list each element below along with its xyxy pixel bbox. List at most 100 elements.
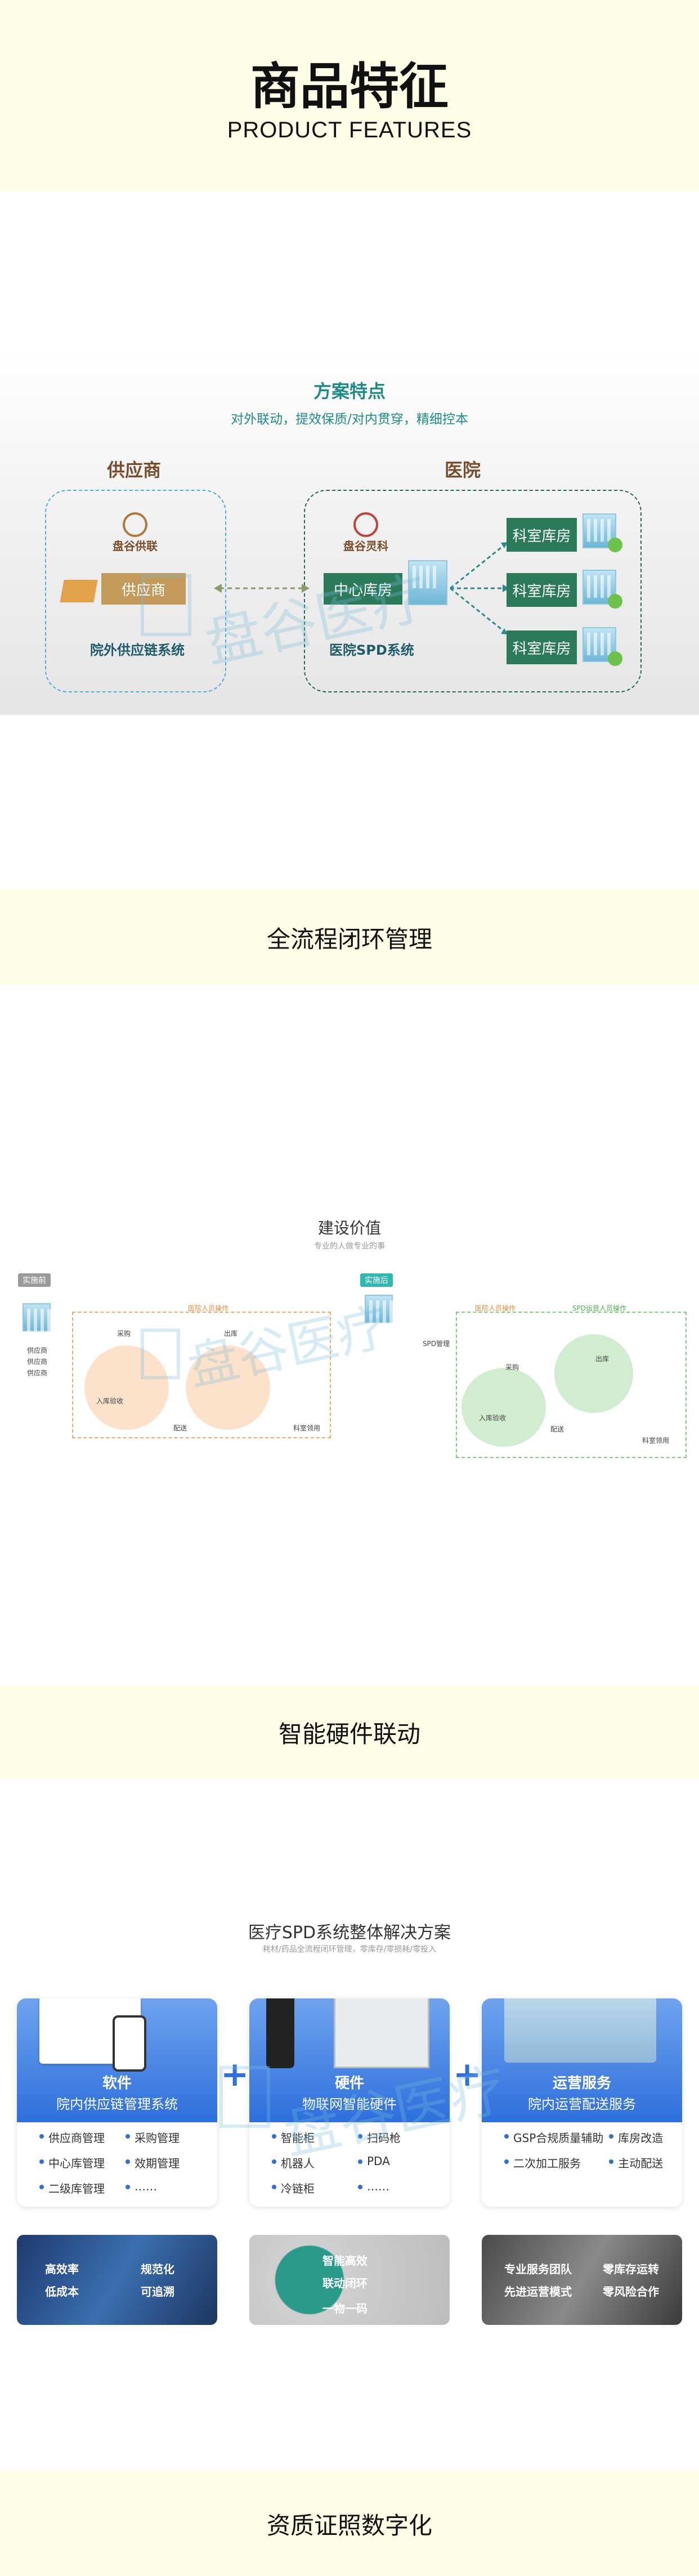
feature-item: 智能柜 bbox=[272, 2129, 352, 2145]
plant-icon bbox=[608, 594, 622, 609]
benefit-label: 低成本 bbox=[45, 2285, 79, 2298]
benefit-label: 高效率 bbox=[45, 2262, 79, 2276]
before-circle-1 bbox=[84, 1345, 169, 1430]
construction-diagram: 建设价值 专业的人做专业的事 实施前 供应商 供应商 供应商 医院人员操作 采购… bbox=[0, 1182, 699, 1531]
dept-warehouse-node-2: 科室库房 bbox=[507, 573, 577, 607]
scanner-icon bbox=[266, 1998, 294, 2068]
spd-card-operations: 运营服务 院内运营配送服务 GSP合规质量辅助 库房改造 二次加工服务 主动配送 bbox=[482, 1998, 682, 2207]
photo-software-benefits: 高效率 规范化 低成本 可追溯 bbox=[17, 2235, 217, 2325]
feature-item: 供应商管理 bbox=[39, 2129, 120, 2145]
before-node-purchase: 采购 bbox=[116, 1330, 131, 1338]
benefit-label: 联动闭环 bbox=[322, 2277, 368, 2290]
after-circle-2 bbox=[554, 1334, 633, 1413]
after-circle-1 bbox=[461, 1368, 546, 1447]
spd-card-software: 软件 院内供应链管理系统 供应商管理 采购管理 中心库管理 效期管理 二级库管理… bbox=[17, 1998, 217, 2207]
supplier-node: 供应商 bbox=[101, 573, 186, 605]
hospital-logo-name: 盘谷灵科 bbox=[343, 539, 388, 553]
feature-item: 库房改造 bbox=[609, 2129, 671, 2145]
plant-icon bbox=[608, 651, 622, 666]
solution-subtitle: 对外联动，提效保质/对内贯穿，精细控本 bbox=[231, 412, 468, 427]
header-band: 商品特征 PRODUCT FEATURES bbox=[0, 0, 699, 191]
page-subtitle: PRODUCT FEATURES bbox=[227, 117, 472, 142]
section-band-certs: 资质证照数字化 bbox=[0, 2471, 699, 2576]
card-feature-list: 供应商管理 采购管理 中心库管理 效期管理 二级库管理 …… bbox=[39, 2129, 206, 2196]
after-node-purchase: 采购 bbox=[505, 1363, 519, 1371]
truck-icon bbox=[60, 580, 98, 602]
card-desc: 物联网智能硬件 bbox=[302, 2096, 397, 2112]
feature-item: 扫码枪 bbox=[358, 2129, 438, 2145]
card-name: 硬件 bbox=[334, 2075, 364, 2092]
supplier-logo-name: 盘谷供联 bbox=[113, 539, 158, 553]
construction-title: 建设价值 bbox=[317, 1219, 381, 1237]
after-node-outbound: 出库 bbox=[595, 1355, 609, 1363]
before-node-supplier-1: 供应商 bbox=[26, 1347, 47, 1354]
center-warehouse-node: 中心库房 bbox=[324, 573, 402, 605]
hospital-column-label: 医院 bbox=[445, 459, 481, 481]
benefit-label: 规范化 bbox=[141, 2262, 174, 2276]
benefit-label: 一物一码 bbox=[322, 2302, 368, 2315]
feature-item: 二级库管理 bbox=[39, 2180, 120, 2196]
double-arrow-icon bbox=[214, 584, 310, 593]
card-desc: 院内运营配送服务 bbox=[528, 2096, 636, 2112]
feature-item: GSP合规质量辅助 bbox=[504, 2129, 603, 2145]
feature-item: …… bbox=[358, 2180, 438, 2196]
benefit-label: 可追溯 bbox=[141, 2285, 174, 2298]
solution-title: 方案特点 bbox=[313, 381, 386, 402]
supplier-logo: 盘谷供联 bbox=[113, 512, 158, 553]
after-spd-operator-label: SPD运营人员操作 bbox=[572, 1304, 627, 1312]
dept-building-icon-2 bbox=[582, 570, 616, 605]
before-node-outbound: 出库 bbox=[223, 1330, 238, 1338]
spd-card-hardware: 硬件 物联网智能硬件 智能柜 扫码枪 机器人 PDA 冷链柜 …… bbox=[249, 1998, 450, 2207]
before-circle-2 bbox=[186, 1345, 270, 1430]
photo-operations-benefits: 专业服务团队 零库存运转 先进运营模式 零风险合作 bbox=[482, 2235, 682, 2325]
benefit-label: 智能高效 bbox=[322, 2254, 368, 2268]
before-operator-label: 医院人员操作 bbox=[187, 1304, 228, 1312]
supplier-logo-icon bbox=[123, 512, 147, 537]
after-node-dept-use: 科室领用 bbox=[642, 1437, 669, 1444]
feature-item: …… bbox=[126, 2180, 206, 2196]
after-node-delivery: 配送 bbox=[550, 1425, 564, 1433]
feature-item: 主动配送 bbox=[609, 2154, 671, 2171]
benefit-label: 零库存运转 bbox=[603, 2262, 659, 2276]
supplier-box bbox=[45, 490, 226, 692]
warehouse-scene-icon bbox=[504, 1998, 656, 2063]
plant-icon bbox=[608, 538, 622, 552]
after-node-inbound: 入库验收 bbox=[478, 1414, 506, 1422]
solution-diagram: 方案特点 对外联动，提效保质/对内贯穿，精细控本 供应商 医院 盘谷供联 供应商… bbox=[0, 349, 699, 715]
after-box bbox=[456, 1312, 687, 1458]
feature-item: 机器人 bbox=[272, 2154, 352, 2171]
after-node-spd: SPD管理 bbox=[422, 1340, 450, 1348]
before-node-supplier-3: 供应商 bbox=[26, 1369, 47, 1377]
section-band-hardware: 智能硬件联动 bbox=[0, 1686, 699, 1779]
feature-item: 效期管理 bbox=[126, 2154, 206, 2171]
plus-icon: + bbox=[221, 2055, 249, 2094]
supplier-column-label: 供应商 bbox=[107, 459, 162, 481]
before-tag: 实施前 bbox=[18, 1273, 51, 1287]
feature-item: 二次加工服务 bbox=[504, 2154, 603, 2171]
distribution-arrows bbox=[450, 542, 509, 634]
after-tag: 实施后 bbox=[360, 1273, 393, 1287]
benefit-label: 零风险合作 bbox=[603, 2285, 659, 2298]
after-hospital-operator-label: 医院人员操作 bbox=[474, 1304, 516, 1312]
card-desc: 院内供应链管理系统 bbox=[56, 2096, 178, 2112]
before-box bbox=[72, 1312, 331, 1438]
page-title: 商品特征 bbox=[250, 57, 449, 116]
dept-building-icon-1 bbox=[582, 513, 616, 548]
feature-item: 采购管理 bbox=[126, 2129, 206, 2145]
hospital-logo: 盘谷灵科 bbox=[343, 512, 388, 553]
dept-warehouse-node-1: 科室库房 bbox=[507, 518, 577, 552]
supplier-system-label: 院外供应链系统 bbox=[90, 642, 185, 658]
section-band-loop: 全流程闭环管理 bbox=[0, 889, 699, 985]
before-node-delivery: 配送 bbox=[173, 1424, 187, 1432]
plus-icon: + bbox=[453, 2055, 482, 2094]
smart-cabinet-icon bbox=[334, 1998, 429, 2068]
photo-hardware-benefits: 智能高效 联动闭环 一物一码 bbox=[249, 2235, 450, 2325]
section-title-loop: 全流程闭环管理 bbox=[266, 925, 432, 953]
section-title-hardware: 智能硬件联动 bbox=[278, 1720, 420, 1748]
spd-title: 医疗SPD系统整体解决方案 bbox=[248, 1923, 451, 1943]
before-node-supplier-2: 供应商 bbox=[26, 1358, 47, 1366]
spd-subtitle: 耗材/药品全流程闭环管理，零库存/零损耗/零投入 bbox=[262, 1945, 437, 1954]
section-title-certs: 资质证照数字化 bbox=[266, 2511, 432, 2539]
dept-warehouse-node-3: 科室库房 bbox=[507, 630, 577, 664]
hospital-system-label: 医院SPD系统 bbox=[329, 642, 414, 658]
